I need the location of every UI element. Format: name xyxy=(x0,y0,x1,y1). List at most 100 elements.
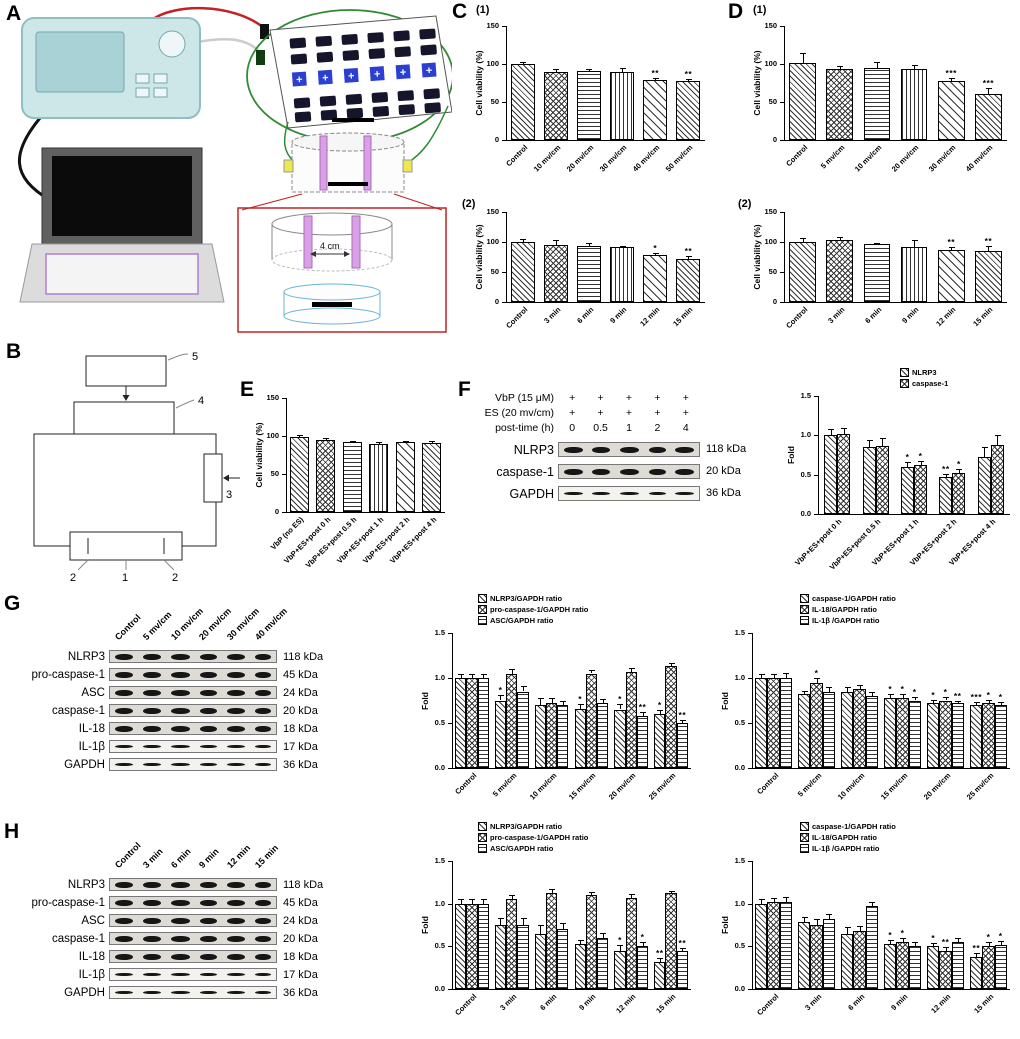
band xyxy=(226,917,246,924)
circuit-box-1 xyxy=(69,531,183,561)
bar xyxy=(597,703,609,768)
error-bar xyxy=(761,899,763,904)
error-bar-cap xyxy=(943,473,950,475)
blot-condition-value: + xyxy=(654,407,661,419)
electrode-plug xyxy=(395,64,411,80)
band xyxy=(255,671,271,678)
significance-label: * xyxy=(657,700,662,711)
y-tick xyxy=(448,989,452,990)
error-bar-cap xyxy=(619,67,626,69)
band xyxy=(255,881,271,888)
error-bar xyxy=(804,690,806,695)
error-bar xyxy=(773,673,775,678)
legend-label: IL-18/GAPDH ratio xyxy=(812,833,878,842)
band xyxy=(115,935,134,942)
legend-swatch xyxy=(800,844,809,853)
y-tick-label: 100 xyxy=(486,59,499,68)
bar xyxy=(643,254,668,302)
y-tick xyxy=(780,64,784,65)
band xyxy=(143,653,161,660)
bar xyxy=(543,71,568,140)
error-bar xyxy=(682,720,684,723)
y-axis xyxy=(818,396,819,514)
legend-item: NLRP3/GAPDH ratio xyxy=(478,822,562,831)
x-tick-label: VbP+ES+post 4 h xyxy=(946,517,998,568)
y-tick-label: 0.0 xyxy=(734,763,745,772)
y-axis-title: Fold xyxy=(420,691,430,710)
bar xyxy=(994,944,1007,989)
legend-label: caspase-1/GAPDH ratio xyxy=(812,594,896,603)
bar xyxy=(841,933,854,989)
bar xyxy=(676,258,701,302)
error-bar-cap xyxy=(955,700,962,702)
y-tick xyxy=(502,212,506,213)
bar xyxy=(506,899,518,989)
y-tick-label: 50 xyxy=(768,97,777,106)
x-axis xyxy=(752,768,1010,769)
error-bar xyxy=(920,461,922,466)
error-bar xyxy=(802,53,804,64)
band xyxy=(170,935,190,942)
circuit-label-4: 4 xyxy=(198,395,204,407)
band xyxy=(170,763,190,766)
error-bar-cap xyxy=(857,925,863,927)
error-bar xyxy=(785,896,787,902)
y-tick xyxy=(780,212,784,213)
band xyxy=(226,953,246,960)
circuit-label-5: 5 xyxy=(192,351,198,363)
leader-line xyxy=(175,399,195,409)
bar xyxy=(510,64,535,140)
panel-label-f: F xyxy=(458,378,471,401)
error-bar xyxy=(551,889,553,893)
bar xyxy=(853,688,866,768)
bar xyxy=(614,709,626,768)
significance-label: * xyxy=(888,929,893,940)
bar xyxy=(853,930,866,989)
y-tick xyxy=(448,768,452,769)
legend-label: caspase-1/GAPDH ratio xyxy=(812,822,896,831)
band xyxy=(199,953,217,960)
molecular-weight-label: 20 kDa xyxy=(706,465,741,477)
y-axis xyxy=(752,633,753,768)
multiwell-plate: ++++++ xyxy=(269,15,452,129)
blot-band-row xyxy=(109,896,277,909)
bar xyxy=(614,950,626,989)
error-bar xyxy=(511,669,513,674)
protein-label: GAPDH xyxy=(64,759,105,771)
blot-lane-label: 9 min xyxy=(196,846,221,870)
error-bar xyxy=(588,243,590,246)
error-bar-cap xyxy=(469,899,476,901)
error-bar-cap xyxy=(296,435,303,437)
molecular-weight-label: 24 kDa xyxy=(283,687,318,699)
significance-label: * xyxy=(653,242,658,253)
bar xyxy=(576,245,601,302)
band xyxy=(170,653,190,660)
error-bar xyxy=(522,61,524,64)
error-bar xyxy=(511,895,513,900)
y-tick-label: 1.0 xyxy=(800,430,811,440)
band xyxy=(648,468,666,475)
band xyxy=(199,707,217,714)
error-bar xyxy=(890,694,892,698)
significance-label: * xyxy=(618,935,622,946)
bar xyxy=(900,466,914,514)
band xyxy=(226,653,246,660)
legend-swatch xyxy=(800,616,809,625)
bar xyxy=(975,94,1002,140)
blot-condition-label: ES (20 mv/cm) xyxy=(484,407,554,419)
band xyxy=(592,446,610,453)
bar xyxy=(863,244,891,302)
error-bar-cap xyxy=(879,437,886,439)
y-tick-label: 1.0 xyxy=(434,898,445,908)
bar xyxy=(494,925,507,989)
error-bar-cap xyxy=(657,710,664,712)
stimulator-device xyxy=(21,17,201,119)
bar xyxy=(789,242,816,302)
protein-label: ASC xyxy=(81,915,105,927)
legend-swatch xyxy=(800,594,809,603)
bar xyxy=(477,903,489,989)
bar xyxy=(865,696,878,768)
error-bar-cap xyxy=(553,240,560,242)
